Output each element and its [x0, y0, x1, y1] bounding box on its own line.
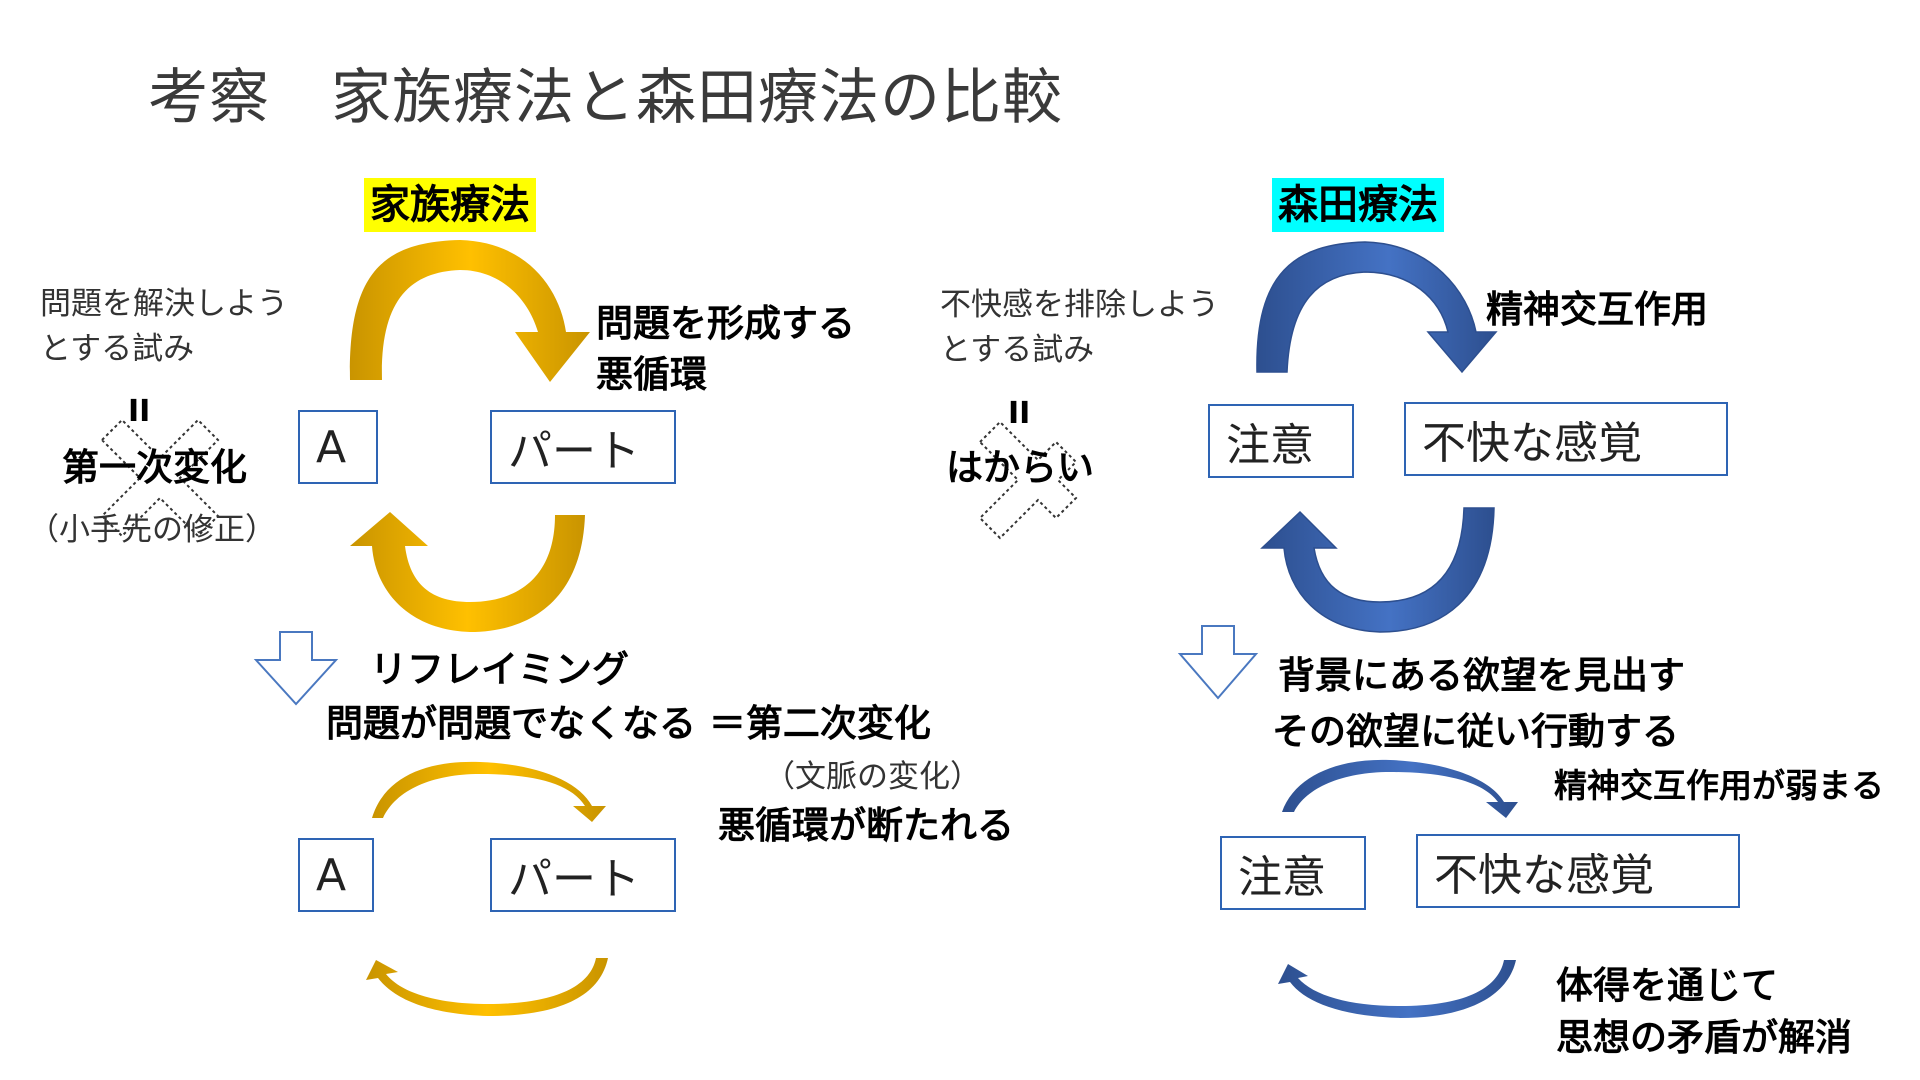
- reframing-label: リフレイミング: [370, 648, 629, 691]
- cycle-broken-label: 悪循環が断たれる: [718, 804, 1014, 847]
- heading-morita-therapy: 森田療法: [1272, 178, 1444, 232]
- interaction-label: 精神交互作用: [1486, 288, 1708, 331]
- thin-arrow-top-left: [372, 761, 606, 822]
- heading-family-therapy: 家族療法: [364, 178, 536, 232]
- loop-label-line1-left: 問題を形成する: [596, 302, 855, 345]
- box-a: A: [298, 410, 378, 484]
- first-order-note: （小手先の修正）: [28, 512, 276, 548]
- loop-arrow-top-left: [349, 240, 590, 382]
- loop-arrow-bottom-right: [1260, 507, 1495, 633]
- box-discomfort-after: 不快な感覚: [1416, 834, 1740, 908]
- desire-line2: その欲望に従い行動する: [1272, 710, 1679, 753]
- cross-out-mark-left: [100, 418, 220, 538]
- box-attention: 注意: [1208, 404, 1354, 478]
- thin-arrow-top-right: [1282, 759, 1518, 818]
- interaction-weakens-label: 精神交互作用が弱まる: [1554, 766, 1884, 805]
- loop-arrow-top-right: [1256, 241, 1498, 374]
- page-title: 考察 家族療法と森田療法の比較: [148, 63, 1063, 133]
- box-a-after: A: [298, 838, 374, 912]
- second-order-change: 問題が問題でなくなる ＝第二次変化: [326, 702, 931, 745]
- attempt-line1-left: 問題を解決しよう: [40, 286, 288, 322]
- thin-arrow-bottom-right: [1278, 960, 1516, 1018]
- equals-mark-right: II: [1008, 396, 1031, 431]
- box-partner-after: パート: [490, 838, 676, 912]
- resolve-line2: 思想の矛盾が解消: [1556, 1016, 1852, 1059]
- down-arrow-right: [1177, 625, 1259, 700]
- context-note: （文脈の変化）: [764, 759, 981, 795]
- thin-arrow-bottom-left: [366, 958, 608, 1016]
- first-order-change: 第一次変化: [62, 446, 247, 489]
- loop-arrow-bottom-left: [350, 512, 585, 632]
- box-partner: パート: [490, 410, 676, 484]
- desire-line1: 背景にある欲望を見出す: [1278, 654, 1685, 697]
- attempt-line2-right: とする試み: [940, 332, 1095, 368]
- attempt-line1-right: 不快感を排除しよう: [940, 287, 1219, 323]
- attempt-line2-left: とする試み: [40, 331, 195, 367]
- box-attention-after: 注意: [1220, 836, 1366, 910]
- down-arrow-left: [253, 631, 339, 706]
- loop-label-line2-left: 悪循環: [596, 353, 707, 396]
- cross-out-mark-right: [978, 420, 1078, 540]
- hakarai-label: はからい: [946, 446, 1094, 489]
- box-discomfort: 不快な感覚: [1404, 402, 1728, 476]
- equals-mark-left: II: [128, 394, 151, 429]
- resolve-line1: 体得を通じて: [1556, 964, 1778, 1007]
